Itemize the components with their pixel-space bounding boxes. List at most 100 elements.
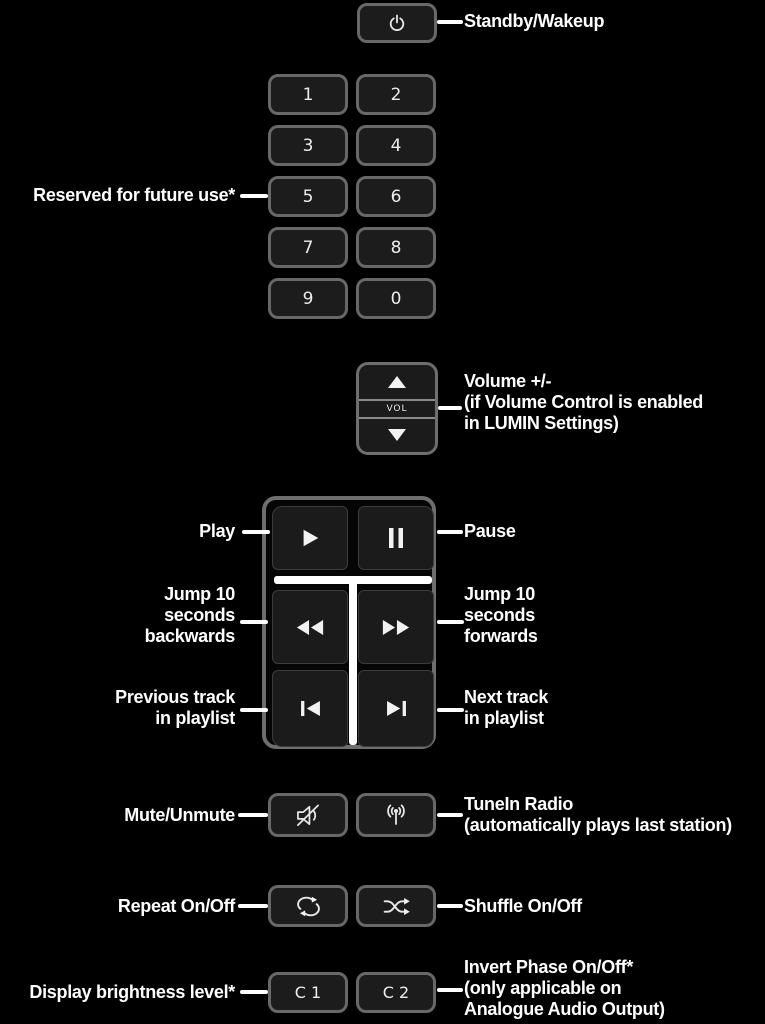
volume-control: VOL bbox=[356, 362, 438, 455]
triangle-down-icon bbox=[388, 429, 406, 442]
next-track-icon bbox=[385, 700, 408, 717]
jump-backward-button[interactable] bbox=[272, 590, 348, 664]
volume-label-line: Volume +/- bbox=[464, 371, 552, 391]
label-line: (only applicable on bbox=[464, 978, 622, 998]
numpad-button-1[interactable]: 1 bbox=[268, 74, 348, 115]
numpad-key-label: 4 bbox=[390, 135, 402, 156]
previous-track-label: Previous track in playlist bbox=[115, 687, 235, 729]
connector-line bbox=[240, 620, 268, 624]
connector-line bbox=[437, 988, 463, 992]
connector-line bbox=[437, 620, 464, 624]
vol-label: VOL bbox=[386, 403, 408, 414]
label-line: Next track bbox=[464, 687, 549, 707]
label-line: (automatically plays last station) bbox=[464, 815, 732, 835]
label-line: Jump 10 bbox=[164, 584, 235, 604]
standby-label: Standby/Wakeup bbox=[464, 11, 605, 31]
power-icon bbox=[388, 14, 406, 32]
connector-line bbox=[238, 904, 268, 908]
connector-line bbox=[438, 406, 462, 410]
shuffle-label: Shuffle On/Off bbox=[464, 896, 582, 916]
numpad-key-label: 8 bbox=[390, 237, 402, 258]
mute-button[interactable] bbox=[268, 793, 348, 837]
numpad-key-label: 5 bbox=[302, 186, 314, 207]
numpad-key-label: 3 bbox=[302, 135, 314, 156]
jump-forward-button[interactable] bbox=[358, 590, 434, 664]
numpad-key-label: 6 bbox=[390, 186, 402, 207]
play-label: Play bbox=[199, 521, 235, 541]
pause-button[interactable] bbox=[358, 506, 434, 570]
numpad-key-label: 2 bbox=[390, 84, 402, 105]
repeat-label: Repeat On/Off bbox=[117, 896, 235, 916]
play-button[interactable] bbox=[272, 506, 348, 570]
label-line: seconds bbox=[164, 605, 235, 625]
connector-line bbox=[437, 708, 464, 712]
numpad-button-6[interactable]: 6 bbox=[356, 176, 436, 217]
label-line: in playlist bbox=[155, 708, 235, 728]
numpad-key-label: 9 bbox=[302, 288, 314, 309]
c2-button[interactable]: C 2 bbox=[356, 972, 436, 1013]
connector-line bbox=[437, 20, 463, 24]
numpad-button-4[interactable]: 4 bbox=[356, 125, 436, 166]
volume-down-button[interactable] bbox=[359, 419, 435, 453]
divider-vertical bbox=[349, 576, 357, 745]
c1-button-label: C 1 bbox=[294, 983, 322, 1002]
previous-track-icon bbox=[299, 700, 322, 717]
connector-line bbox=[242, 530, 270, 534]
fast-forward-icon bbox=[381, 619, 411, 636]
shuffle-icon bbox=[382, 897, 411, 916]
label-line: Jump 10 bbox=[464, 584, 535, 604]
connector-line bbox=[238, 813, 268, 817]
label-line: seconds bbox=[464, 605, 535, 625]
rewind-icon bbox=[295, 619, 325, 636]
invert-phase-label: Invert Phase On/Off* (only applicable on… bbox=[464, 957, 665, 1020]
label-line: forwards bbox=[464, 626, 538, 646]
next-track-button[interactable] bbox=[358, 670, 434, 747]
label-line: in playlist bbox=[464, 708, 544, 728]
numpad-button-9[interactable]: 9 bbox=[268, 278, 348, 319]
volume-up-button[interactable] bbox=[359, 365, 435, 399]
volume-band: VOL bbox=[359, 398, 435, 419]
numpad-button-3[interactable]: 3 bbox=[268, 125, 348, 166]
broadcast-antenna-icon bbox=[383, 802, 409, 828]
numpad-button-5[interactable]: 5 bbox=[268, 176, 348, 217]
numpad-key-label: 7 bbox=[302, 237, 314, 258]
connector-line bbox=[240, 990, 268, 994]
repeat-loop-icon bbox=[294, 896, 323, 917]
connector-line bbox=[437, 530, 463, 534]
label-line: Previous track bbox=[115, 687, 235, 707]
mute-label: Mute/Unmute bbox=[124, 805, 235, 825]
tunein-radio-button[interactable] bbox=[356, 793, 436, 837]
numpad-button-7[interactable]: 7 bbox=[268, 227, 348, 268]
volume-label-line: (if Volume Control is enabled bbox=[464, 392, 703, 412]
tunein-label: TuneIn Radio (automatically plays last s… bbox=[464, 794, 732, 836]
numpad-button-8[interactable]: 8 bbox=[356, 227, 436, 268]
label-line: backwards bbox=[144, 626, 236, 646]
label-line: Invert Phase On/Off* bbox=[464, 957, 634, 977]
play-icon bbox=[299, 527, 321, 549]
jump-forward-label: Jump 10 seconds forwards bbox=[464, 584, 538, 647]
volume-label: Volume +/- (if Volume Control is enabled… bbox=[464, 371, 703, 434]
brightness-label: Display brightness level* bbox=[29, 982, 235, 1002]
connector-line bbox=[240, 194, 268, 198]
triangle-up-icon bbox=[388, 375, 406, 388]
repeat-button[interactable] bbox=[268, 885, 348, 927]
speaker-muted-icon bbox=[294, 803, 323, 828]
c2-button-label: C 2 bbox=[382, 983, 410, 1002]
numpad-button-0[interactable]: 0 bbox=[356, 278, 436, 319]
connector-line bbox=[240, 708, 268, 712]
next-track-label: Next track in playlist bbox=[464, 687, 548, 729]
numpad-button-2[interactable]: 2 bbox=[356, 74, 436, 115]
jump-backward-label: Jump 10 seconds backwards bbox=[144, 584, 236, 647]
pause-label: Pause bbox=[464, 521, 516, 541]
volume-label-line: in LUMIN Settings) bbox=[464, 413, 619, 433]
connector-line bbox=[437, 813, 463, 817]
pause-icon bbox=[386, 526, 406, 550]
standby-button[interactable] bbox=[357, 3, 437, 43]
label-line: Analogue Audio Output) bbox=[464, 999, 665, 1019]
shuffle-button[interactable] bbox=[356, 885, 436, 927]
numpad-key-label: 0 bbox=[390, 288, 402, 309]
connector-line bbox=[437, 904, 463, 908]
previous-track-button[interactable] bbox=[272, 670, 348, 747]
c1-button[interactable]: C 1 bbox=[268, 972, 348, 1013]
